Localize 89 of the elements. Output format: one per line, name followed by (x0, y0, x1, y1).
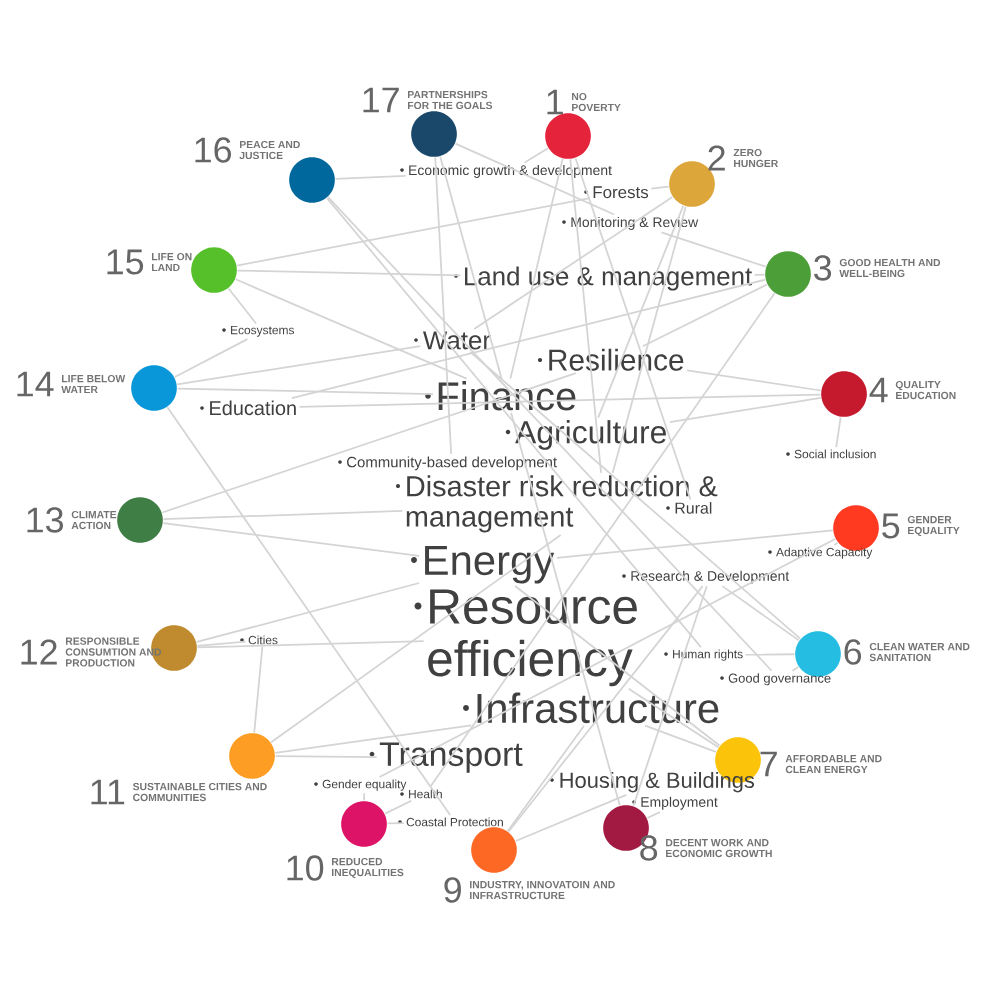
connector-line (523, 147, 549, 164)
goal-number: 1 (547, 89, 563, 115)
connector-line (363, 792, 366, 802)
connector-line (378, 538, 837, 778)
connector-line (686, 369, 822, 392)
goal-number: 13 (27, 507, 63, 533)
connector-line (176, 387, 434, 396)
connector-line (753, 273, 766, 276)
connector-line (650, 185, 670, 190)
goal-number: 8 (640, 835, 658, 861)
connector-line (454, 142, 616, 216)
connector-line (236, 269, 462, 277)
connector-line (833, 541, 839, 546)
goal-number: 6 (844, 639, 862, 665)
keyword: Agriculture (505, 420, 666, 450)
connector-line (514, 793, 628, 842)
keyword: Resource efficiency (414, 589, 637, 687)
connector-line (646, 811, 661, 819)
goal-number: 16 (195, 137, 231, 163)
connector-line (176, 345, 422, 386)
connector-line (744, 653, 796, 656)
connector-line (835, 416, 842, 448)
keyword: Water (414, 331, 491, 350)
connector-line (196, 640, 425, 649)
goal-number: 11 (91, 779, 125, 805)
connector-line (327, 196, 773, 672)
connector-line (791, 666, 800, 672)
goal-number: 14 (17, 371, 54, 397)
connector-line (298, 393, 822, 408)
connector-line (660, 231, 767, 268)
connector-line (510, 411, 621, 807)
connector-line (434, 156, 453, 455)
connector-line (473, 196, 674, 330)
connector-line (641, 283, 768, 348)
connector-line (274, 755, 378, 758)
connector-line (597, 204, 685, 419)
goal-number: 15 (107, 249, 144, 275)
keyword: Resilience (537, 348, 684, 371)
goal-number: 9 (444, 877, 461, 903)
connector-line (326, 197, 702, 648)
keyword: Energy (411, 546, 555, 584)
connector-line (439, 155, 503, 380)
connector-line (195, 582, 421, 643)
connector-line (514, 585, 721, 747)
connector-line (384, 799, 413, 815)
goal-number: 2 (708, 145, 725, 171)
connector-line (429, 292, 776, 788)
connector-line (506, 724, 585, 832)
connector-line (234, 278, 468, 380)
connector-line (669, 396, 822, 424)
keyword: Housing & Buildings (550, 771, 755, 793)
keyword: Education (200, 400, 296, 416)
goal-number: 7 (760, 751, 777, 777)
keyword: Forests (584, 186, 649, 199)
connector-line (334, 175, 407, 180)
node-label: Disaster risk reduction & (407, 475, 718, 497)
connector-line (611, 205, 687, 474)
connector-line (509, 158, 564, 380)
connector-line (162, 522, 421, 557)
connector-line (227, 287, 257, 325)
connector-line (270, 534, 562, 744)
goal-number: 5 (882, 513, 900, 539)
connector-line (290, 278, 767, 399)
connector-line (161, 372, 577, 514)
connector-line (507, 585, 704, 833)
connector-line (469, 351, 802, 640)
keyword: Infrastructure (463, 692, 719, 724)
connector-line (632, 585, 708, 807)
connector-line (569, 158, 602, 474)
connector-line (236, 197, 591, 267)
connector-line (574, 157, 692, 501)
connector-line (386, 822, 405, 825)
connector-line (644, 724, 717, 753)
goal-number: 4 (869, 377, 888, 403)
connector-line (555, 529, 834, 559)
goal-number: 10 (287, 855, 324, 881)
connector-line (721, 585, 800, 642)
connector-line (166, 406, 451, 816)
node-label: management (406, 507, 574, 533)
goal-number: 17 (363, 87, 399, 113)
connector-line (162, 510, 404, 521)
keyword: Transport (369, 742, 523, 773)
goal-number: 12 (21, 639, 57, 665)
connector-line (253, 645, 264, 734)
connector-line (274, 724, 473, 754)
goal-number: 3 (814, 255, 832, 281)
connector-line (174, 338, 249, 378)
connector-line (627, 687, 720, 749)
connector-line (196, 640, 247, 647)
